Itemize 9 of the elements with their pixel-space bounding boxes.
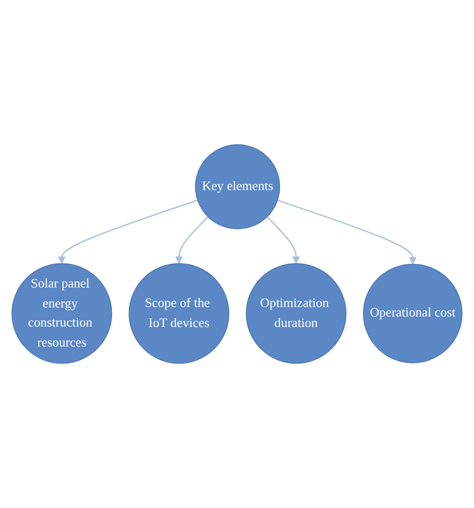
arrow bbox=[266, 216, 300, 264]
arrow bbox=[175, 216, 208, 264]
arrow bbox=[58, 200, 198, 264]
node-circle: Solar panel energy construction resources bbox=[12, 263, 112, 364]
node-circle: Operational cost bbox=[362, 264, 462, 364]
node-circle: Key elements bbox=[195, 144, 280, 230]
arrow bbox=[277, 200, 417, 264]
node-circle: Optimization duration bbox=[246, 263, 346, 364]
node-circle: Scope of the IoT devices bbox=[128, 263, 230, 364]
